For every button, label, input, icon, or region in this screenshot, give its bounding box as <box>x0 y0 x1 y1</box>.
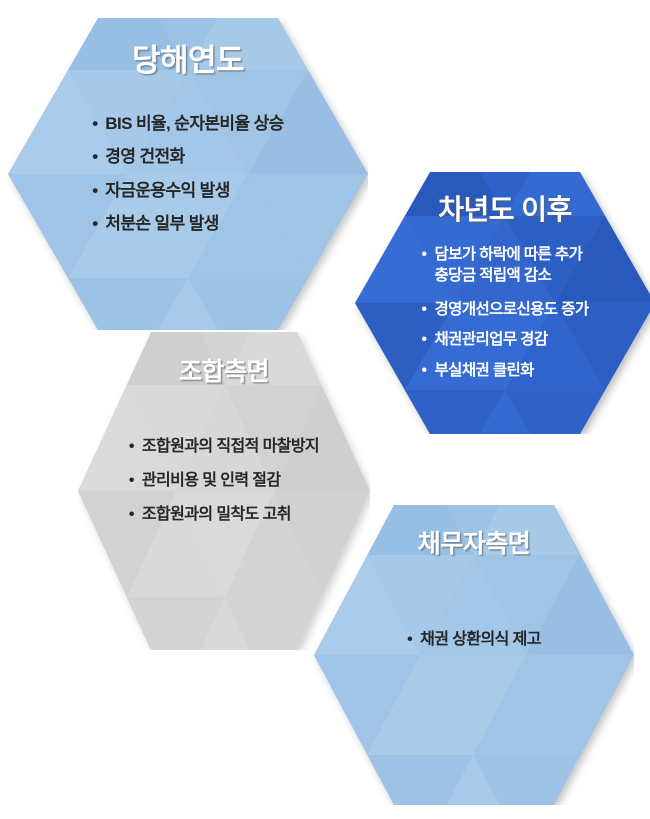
facet-texture <box>8 18 368 330</box>
hexagon-debtor-side-shape <box>314 505 634 805</box>
hexagon-union-side[interactable]: 조합측면 조합원과의 직접적 마찰방지 관리비용 및 인력 절감 조합원과의 밀… <box>78 332 370 650</box>
hexagon-debtor-side[interactable]: 채무자측면 채권 상환의식 제고 <box>314 505 634 805</box>
hexagon-current-year-shape <box>8 18 368 330</box>
hexagon-union-side-shape <box>78 332 370 650</box>
facet-texture <box>78 332 370 650</box>
facet-texture <box>314 505 634 805</box>
hexagon-current-year[interactable]: 당해연도 BIS 비율, 순자본비율 상승 경영 건전화 자금운용수익 발생 처… <box>8 18 368 330</box>
hexagon-next-year-shape <box>355 172 650 434</box>
